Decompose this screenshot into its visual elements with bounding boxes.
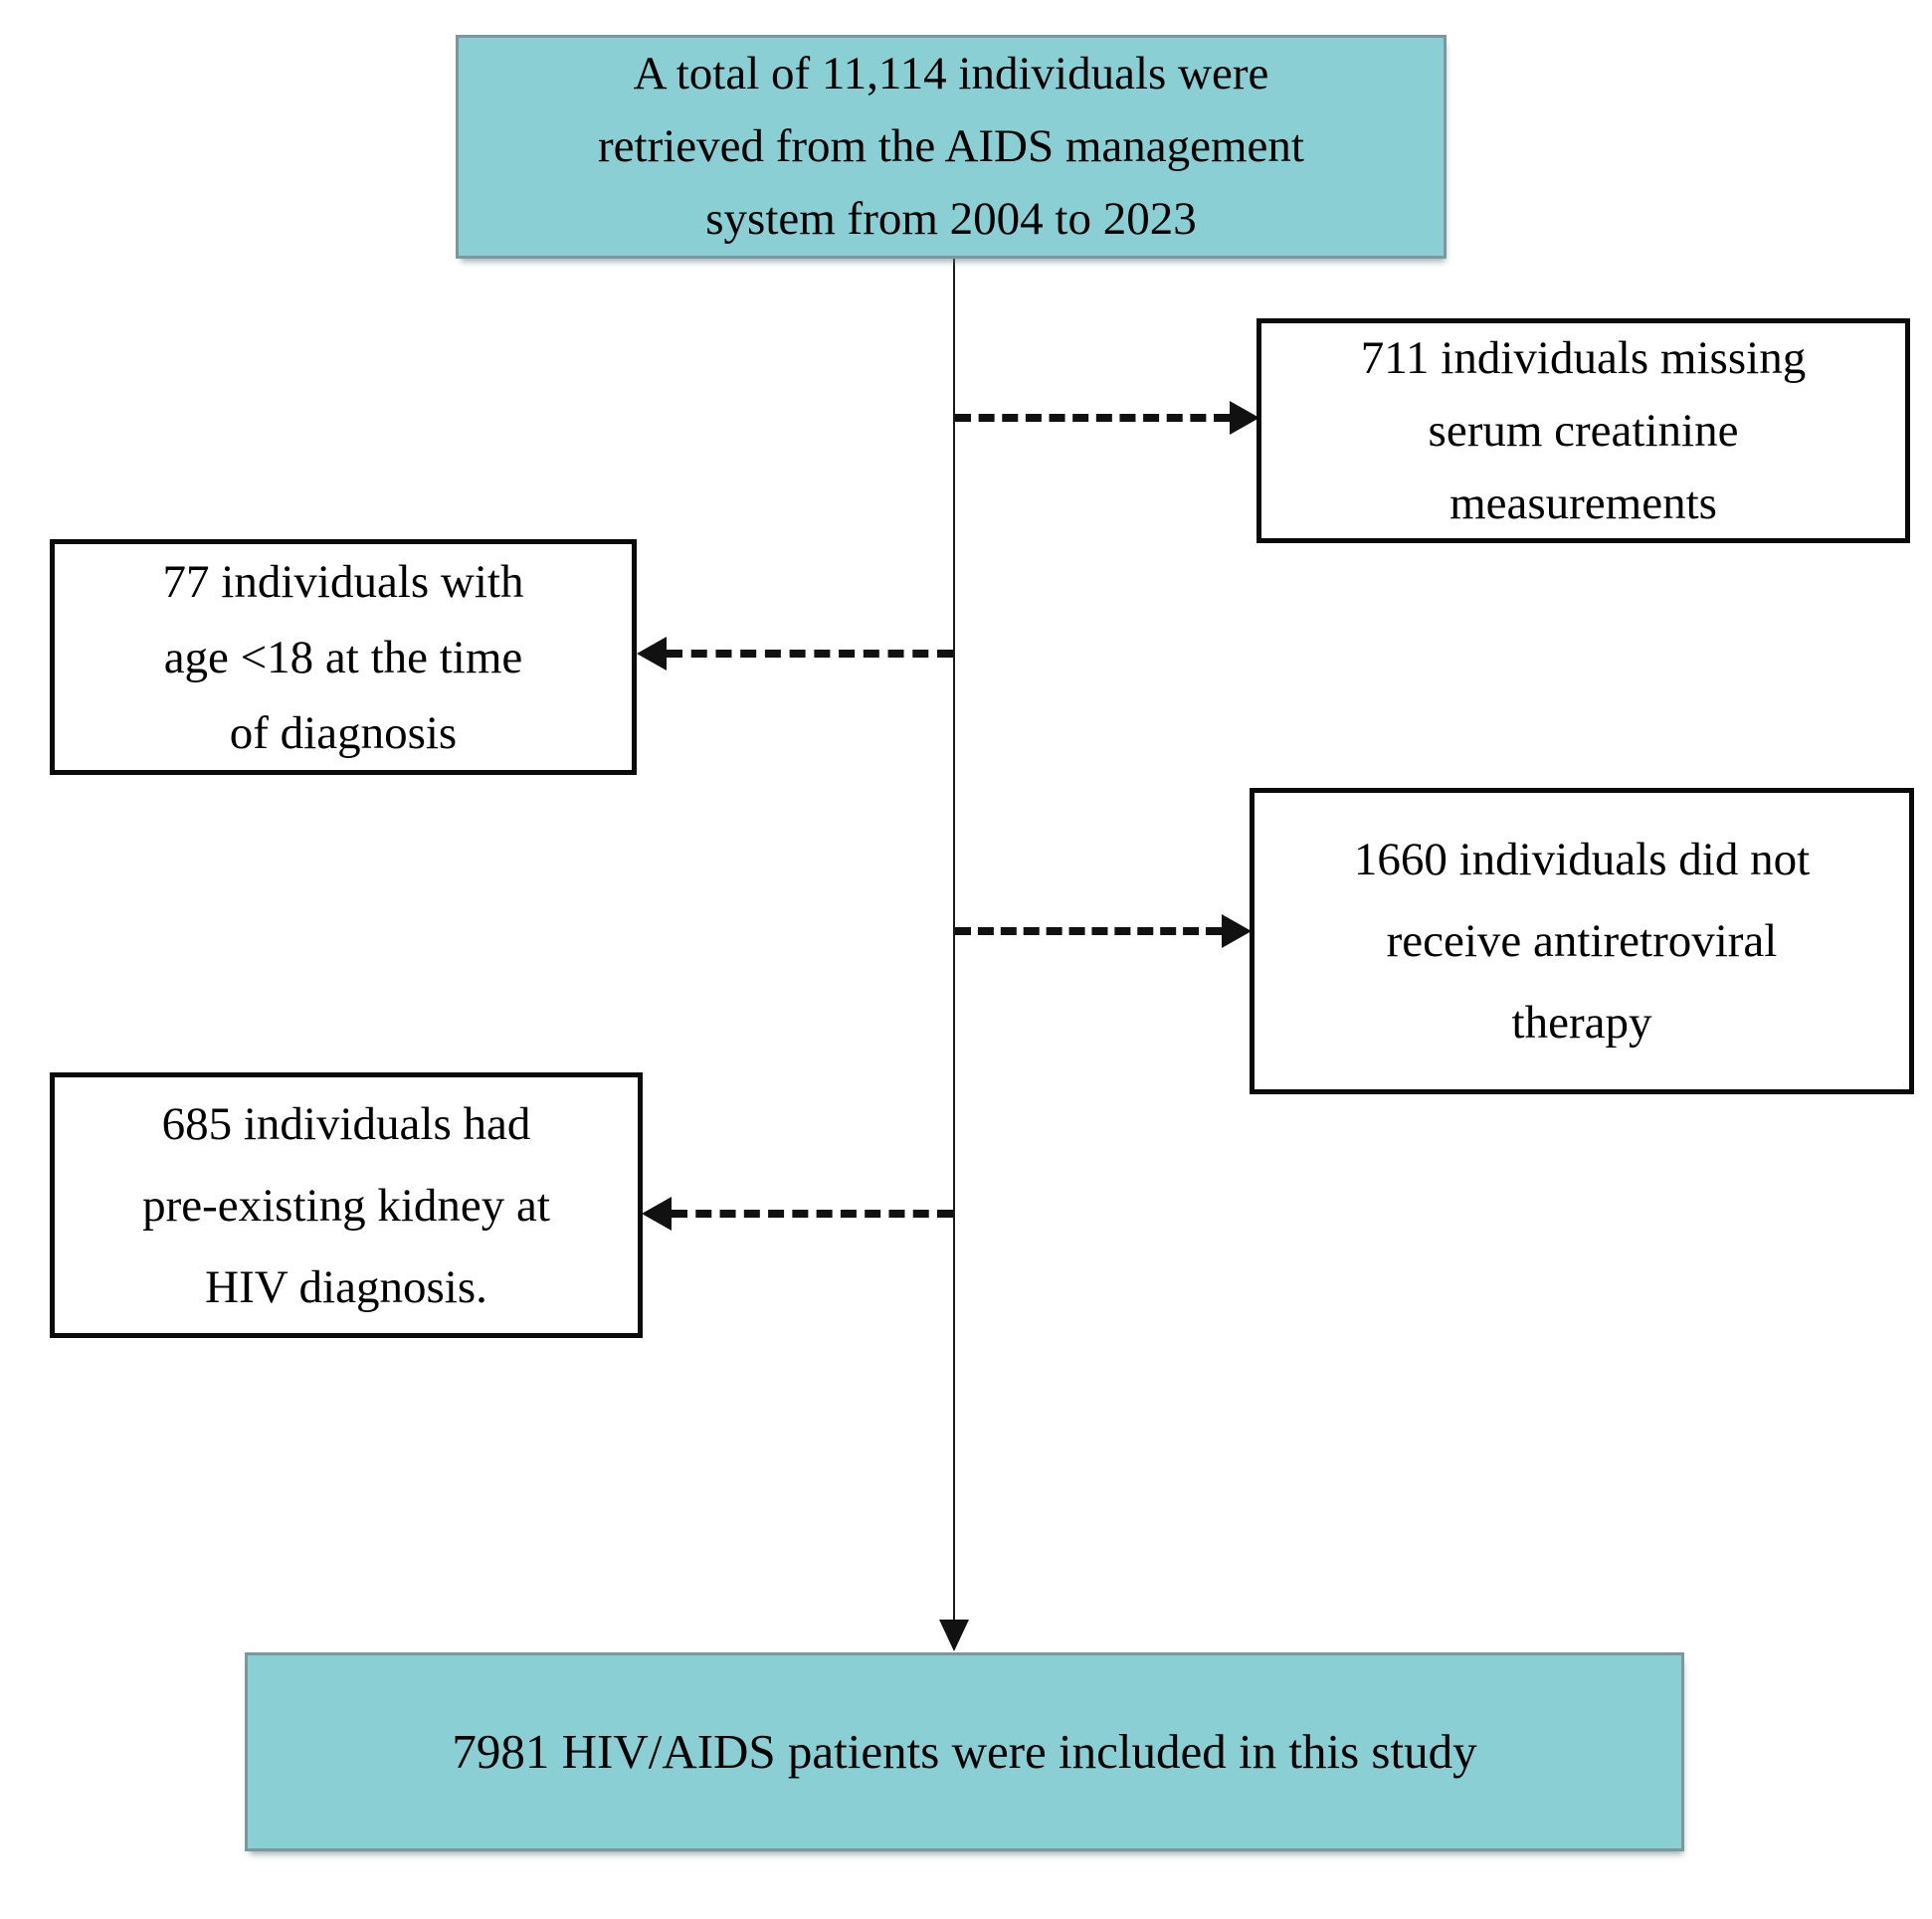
node-text-line: 77 individuals with bbox=[162, 555, 524, 608]
arrowhead-left-icon bbox=[637, 637, 667, 671]
dashed-connector-age-under-18 bbox=[667, 650, 953, 658]
node-text-line: 711 individuals missing bbox=[1360, 331, 1807, 384]
node-text-line: HIV diagnosis. bbox=[205, 1260, 487, 1313]
node-text-line: serum creatinine bbox=[1428, 404, 1739, 457]
node-source-population: A total of 11,114 individuals were retri… bbox=[456, 35, 1447, 259]
node-text-line: receive antiretroviral bbox=[1386, 915, 1778, 967]
node-excluded-preexisting-kidney: 685 individuals had pre-existing kidney … bbox=[50, 1072, 643, 1338]
dashed-connector-preexisting-kidney bbox=[672, 1210, 953, 1218]
node-text-line: system from 2004 to 2023 bbox=[705, 193, 1197, 245]
node-text-line: of diagnosis bbox=[229, 706, 458, 759]
node-text-line: A total of 11,114 individuals were bbox=[633, 48, 1269, 99]
arrowhead-down-icon bbox=[939, 1620, 969, 1651]
arrowhead-left-icon bbox=[642, 1197, 672, 1231]
flow-spine-line bbox=[953, 259, 955, 1620]
node-text-line: 1660 individuals did not bbox=[1353, 834, 1811, 885]
node-excluded-no-art: 1660 individuals did not receive antiret… bbox=[1250, 788, 1914, 1094]
node-text-line: 7981 HIV/AIDS patients were included in … bbox=[452, 1724, 1477, 1779]
arrowhead-right-icon bbox=[1230, 401, 1259, 435]
node-excluded-missing-creatinine: 711 individuals missing serum creatinine… bbox=[1256, 318, 1910, 543]
node-text-line: retrieved from the AIDS management bbox=[598, 120, 1304, 172]
node-text-line: pre-existing kidney at bbox=[142, 1179, 550, 1232]
node-excluded-age-under-18: 77 individuals with age <18 at the time … bbox=[50, 539, 637, 775]
node-final-included: 7981 HIV/AIDS patients were included in … bbox=[245, 1652, 1684, 1851]
node-text-line: measurements bbox=[1449, 477, 1717, 529]
node-text-line: 685 individuals had bbox=[161, 1097, 531, 1150]
node-text-line: age <18 at the time bbox=[163, 631, 523, 683]
node-text-line: therapy bbox=[1511, 997, 1652, 1049]
arrowhead-right-icon bbox=[1222, 914, 1252, 948]
dashed-connector-missing-creatinine bbox=[955, 414, 1230, 422]
dashed-connector-no-art bbox=[955, 927, 1222, 935]
